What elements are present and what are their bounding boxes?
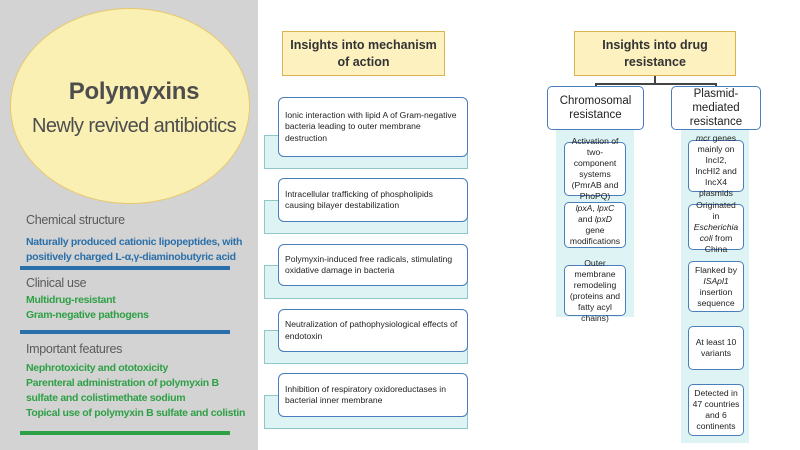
clinical-use-line-1: Multidrug-resistant xyxy=(26,294,116,306)
main-title: Polymyxins xyxy=(68,78,200,105)
clinical-use-line-2: Gram-negative pathogens xyxy=(26,309,149,321)
features-line-3: sulfate and colistimethate sodium xyxy=(26,392,186,404)
title-circle: Polymyxins Newly revived antibiotics xyxy=(10,8,250,204)
mechanism-item-2: Intracellular trafficking of phospholipi… xyxy=(278,178,468,222)
features-line-2: Parenteral administration of polymyxin B xyxy=(26,377,219,389)
clinical-use-heading: Clinical use xyxy=(26,276,87,290)
plasmid-item-4: At least 10 variants xyxy=(688,326,744,370)
left-panel: Polymyxins Newly revived antibiotics Che… xyxy=(0,0,258,450)
chromosomal-item-1: Activation of two-component systems (Pmr… xyxy=(564,136,626,201)
chromosomal-heading: Chromosomal resistance xyxy=(547,86,644,130)
plasmid-item-2: Originated in Escherichia coli from Chin… xyxy=(688,200,744,254)
chemical-structure-line-2: positively charged L-α,γ-diaminobutyric … xyxy=(26,251,236,263)
features-line-1: Nephrotoxicity and ototoxicity xyxy=(26,362,169,374)
mechanism-item-1: Ionic interaction with lipid A of Gram-n… xyxy=(278,97,468,157)
features-line-4: Topical use of polymyxin B sulfate and c… xyxy=(26,407,246,419)
chemical-structure-heading: Chemical structure xyxy=(26,213,125,227)
mechanism-heading: Insights into mechanism of action xyxy=(282,31,445,76)
mechanism-item-5: Inhibition of respiratory oxidoreductase… xyxy=(278,373,468,417)
features-divider xyxy=(20,431,230,435)
chemical-structure-line-1: Naturally produced cationic lipopeptides… xyxy=(26,236,243,248)
subtitle: Newly revived antibiotics xyxy=(32,115,237,137)
chromosomal-item-2: lpxA, lpxC and lpxD gene modifications xyxy=(564,202,626,248)
connector-stem xyxy=(654,76,656,83)
chemical-divider xyxy=(20,266,230,270)
clinical-divider xyxy=(20,330,230,334)
plasmid-item-3: Flanked by ISApl1 insertion sequence xyxy=(688,261,744,312)
connector-right-drop xyxy=(715,83,717,86)
mechanism-item-4: Neutralization of pathophysiological eff… xyxy=(278,309,468,352)
plasmid-item-5: Detected in 47 countries and 6 continent… xyxy=(688,384,744,436)
resistance-heading: Insights into drug resistance xyxy=(574,31,736,76)
plasmid-heading: Plasmid-mediated resistance xyxy=(671,86,761,130)
connector-branch xyxy=(595,83,716,85)
connector-left-drop xyxy=(595,83,597,86)
chromosomal-item-3: Outer membrane remodeling (proteins and … xyxy=(564,258,626,323)
plasmid-item-1: mcr genes mainly on IncI2, IncHI2 and In… xyxy=(688,133,744,198)
mechanism-item-3: Polymyxin-induced free radicals, stimula… xyxy=(278,244,468,286)
features-heading: Important features xyxy=(26,342,123,356)
